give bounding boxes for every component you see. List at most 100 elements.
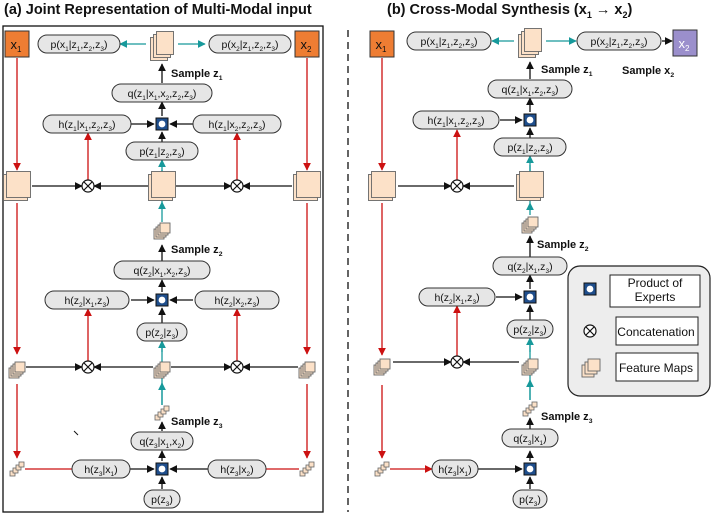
panel-a-node-h-z3-x1-label: h(z3|x1): [84, 464, 117, 478]
panel-a-fmap-center-top: [148, 171, 176, 201]
panel-a-concat-left-top: [81, 179, 95, 193]
panel-a-sample-z3: Sample z3: [171, 416, 223, 430]
panel-b-title-arrow: → x: [591, 2, 623, 18]
panel-b-input-x1: x1: [369, 30, 395, 58]
panel-b-concat-mid: [450, 355, 464, 369]
panel-a-fmap-x2-mid-map: [304, 361, 316, 373]
panel-a-fmap-x1-mid-map: [14, 361, 26, 373]
panel-b-sample-z1: Sample z1: [541, 64, 593, 78]
panel-a-input-x1-label: x1: [11, 37, 23, 54]
panel-b-fmap-center-top: [516, 171, 544, 201]
panel-a-node-h-z2-x2-shape: [194, 290, 280, 310]
panel-b-node-h-z2-label: h(z2|x1,z3): [434, 292, 479, 306]
panel-b-node-q-z1-shape: [487, 79, 573, 99]
panel-b-ladder-z3-map: [525, 407, 532, 414]
panel-b-node-h-z3-shape: [431, 459, 479, 479]
panel-a-node-h-z1-x1-label: h(z1|x1,z2,z3): [59, 119, 116, 133]
panel-b-node-h-z3: h(z3|x1): [431, 459, 479, 479]
panel-a-node-h-z2-x1-shape: [44, 290, 130, 310]
panel-b-node-p-x1: p(x1|z1,z2,z3): [406, 31, 492, 51]
legend-poe-label: Product of Experts: [627, 276, 683, 304]
panel-a-node-p-z2-label: p(z2|z3): [145, 327, 178, 341]
panel-b-ladder-x1-map: [380, 464, 387, 471]
panel-b-output-x2: x2: [672, 29, 698, 57]
panel-b-node-p-z3-shape: [512, 489, 548, 509]
panel-a-fmap-x2-mid: [298, 361, 316, 379]
panel-b-poe-z3-dot: [526, 465, 534, 473]
legend-fmaps-box: [615, 352, 699, 382]
panel-a-node-h-z2-x2: h(z2|x2,z3): [194, 290, 280, 310]
panel-a-node-p-z1-label: p(z1|z2,z3): [139, 146, 184, 160]
panel-b-node-p-x1-label: p(x1|z1,z2,z3): [421, 36, 478, 50]
panel-b-node-q-z2-shape: [492, 256, 568, 276]
panel-a-concat-left-mid: [81, 360, 95, 374]
panel-a-node-p-x1-shape: [37, 34, 121, 54]
panel-a-fmap-x1-top: [3, 171, 31, 201]
panel-b-ladder-x1-map: [374, 470, 381, 477]
panel-b-sample-z3: Sample z3: [541, 411, 593, 425]
panel-b-title-main: (b) Cross-Modal Synthesis (x: [387, 2, 587, 18]
panel-a-node-h-z1-x1-shape: [42, 114, 132, 134]
panel-b-node-q-z1: q(z1|x1,z2,z3): [487, 79, 573, 99]
panel-b-input-x1-shape: [369, 30, 395, 58]
panel-a-concat-left-mid-cross: [83, 362, 93, 372]
panel-a-ladder-x1: [9, 461, 25, 477]
panel-a-node-q-z3-shape: [130, 431, 194, 451]
panel-b-ladder-x1-map: [377, 467, 384, 474]
panel-a-sample-z2: Sample z2: [171, 244, 223, 258]
panel-a-input-x2-label: x2: [301, 37, 313, 54]
panel-a-ladder-z3-map: [163, 405, 170, 412]
panel-b-node-q-z1-label: q(z1|x1,z2,z3): [502, 84, 559, 98]
panel-a-node-h-z3-x2-label: h(z3|x2): [220, 464, 253, 478]
panel-b-ladder-z3-map: [531, 401, 538, 408]
panel-a-ladder-x2-map: [308, 461, 315, 468]
legend-concatenation-icon-cross: [585, 326, 595, 336]
panel-b-node-q-z3-shape: [501, 428, 559, 448]
panel-a-node-p-x1: p(x1|z1,z2,z3): [37, 34, 121, 54]
panel-a-node-p-z1-shape: [125, 141, 199, 161]
panel-b-ladder-x1: [374, 461, 390, 477]
panel-b-node-p-x1-shape: [406, 31, 492, 51]
panel-a-ladder-x2-map: [302, 467, 309, 474]
panel-b-output-x2-label: x2: [679, 36, 691, 53]
panel-b-poe-z2-dot: [526, 293, 534, 301]
panel-a-node-p-x2-label: p(x2|z1,z2,z3): [222, 39, 279, 53]
panel-b-node-h-z2-shape: [418, 287, 496, 307]
panel-a-concat-right-mid-cross: [232, 362, 242, 372]
legend-poe-box: [609, 274, 701, 308]
panel-a-input-x2-shape: [294, 30, 320, 58]
panel-b-node-p-x2-label: p(x2|z1,z2,z3): [591, 36, 648, 50]
panel-a-node-p-z1: p(z1|z2,z3): [125, 141, 199, 161]
panel-a-ladder-x1-map: [9, 470, 16, 477]
panel-b-node-p-z2-shape: [506, 319, 554, 339]
panel-a-ladder-x1-map: [18, 461, 25, 468]
panel-a-fmap-x1-mid: [8, 361, 26, 379]
panel-a-node-h-z1-x2-shape: [192, 114, 282, 134]
panel-b-fmap-z2-map: [527, 216, 539, 228]
legend-poe-icon: [583, 282, 597, 296]
panel-a-border: [2, 25, 324, 513]
panel-b-poe-z3: [523, 462, 537, 476]
panel-a-node-p-x2: p(x2|z1,z2,z3): [208, 34, 292, 54]
panel-b-fmap-x1-mid-map: [379, 358, 391, 370]
panel-a-ladder-x2: [299, 461, 315, 477]
panel-a-poe-z2-dot: [158, 296, 166, 304]
panel-b-title-sub2: 2: [622, 9, 628, 20]
panel-b-node-p-z1-label: p(z1|z2,z3): [507, 142, 552, 156]
panel-a-node-q-z2: q(z2|x1,x2,z3): [113, 260, 211, 280]
panel-a-concat-right-top: [230, 179, 244, 193]
panel-b-concat-top: [450, 179, 464, 193]
panel-b-node-p-x2-shape: [576, 31, 662, 51]
panel-a-node-h-z1-x2: h(z1|x2,z2,z3): [192, 114, 282, 134]
panel-b-node-p-z1-shape: [493, 137, 567, 157]
panel-a-node-h-z3-x1-shape: [71, 459, 131, 479]
panel-a-node-h-z3-x2-shape: [207, 459, 267, 479]
stray-mark: [73, 430, 79, 436]
panel-a-ladder-x2-map: [299, 470, 306, 477]
panel-a-node-q-z1-shape: [111, 83, 213, 103]
panel-b-node-h-z1-label: h(z1|x1,z2,z3): [428, 115, 485, 129]
panel-a-ladder-z3-map: [154, 414, 161, 421]
panel-b-ladder-z3-map: [522, 410, 529, 417]
panel-b-ladder-z3-map: [528, 404, 535, 411]
panel-a-input-x1: x1: [4, 30, 30, 58]
